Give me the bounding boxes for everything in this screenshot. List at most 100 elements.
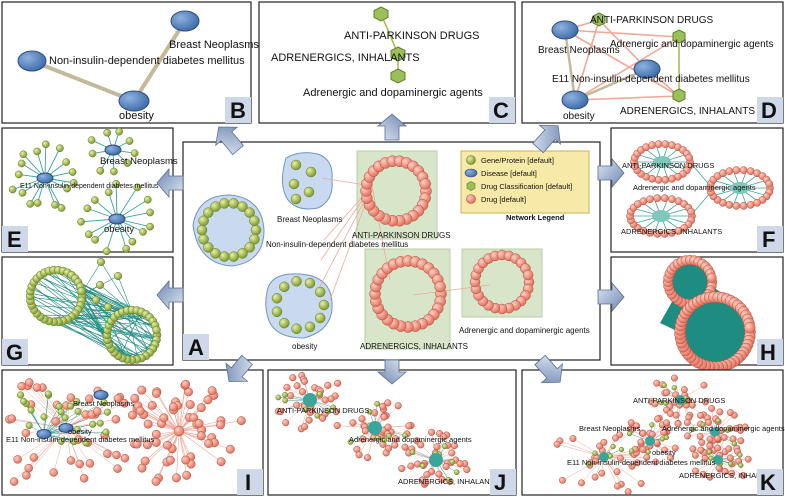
gene-node bbox=[586, 461, 592, 467]
panel-letter-box bbox=[757, 339, 783, 365]
drug-node bbox=[165, 455, 175, 465]
drug-node bbox=[753, 198, 761, 207]
gene-node bbox=[366, 408, 373, 415]
label-e11: E11 Non-insulin-dependent diabetes melli… bbox=[6, 435, 155, 444]
drug-node bbox=[173, 425, 185, 437]
arrow bbox=[215, 126, 244, 156]
gene-node bbox=[61, 414, 69, 422]
drug-node bbox=[670, 374, 678, 382]
arrow-shape bbox=[534, 354, 563, 384]
drug-node bbox=[653, 194, 662, 202]
drug-node bbox=[448, 449, 456, 457]
label-adrdop: Adrenergic and dopaminergic agents bbox=[633, 183, 756, 192]
gene-node bbox=[57, 204, 66, 212]
drug-edge bbox=[178, 430, 187, 476]
drug-edge bbox=[65, 427, 118, 469]
drug-node bbox=[706, 473, 714, 481]
network-legend: Gene/Protein [default] Disease [default]… bbox=[460, 150, 590, 222]
arrow-shape bbox=[376, 359, 408, 385]
label-adrinh: ADRENERGICS, INHALANTS bbox=[620, 106, 755, 117]
drug-node bbox=[651, 400, 659, 408]
gene-node bbox=[271, 292, 283, 304]
drug-node bbox=[332, 408, 340, 416]
drug-node bbox=[17, 381, 26, 391]
drug-node bbox=[111, 415, 121, 424]
drug-edge bbox=[30, 404, 67, 429]
gene-edge bbox=[34, 282, 156, 327]
arrow bbox=[532, 124, 561, 154]
hub-node bbox=[680, 297, 750, 367]
drug-node bbox=[419, 178, 431, 190]
gene-node bbox=[203, 242, 214, 253]
gene-node bbox=[14, 170, 23, 179]
hub-node bbox=[710, 427, 720, 437]
gene-node bbox=[91, 235, 100, 244]
drug-edge bbox=[11, 418, 67, 429]
drug-edge bbox=[137, 405, 180, 432]
drug-edge bbox=[144, 430, 180, 462]
gene-edge bbox=[30, 296, 136, 361]
drug-node bbox=[321, 396, 329, 404]
gene-node bbox=[96, 419, 104, 427]
arrow-shape bbox=[156, 279, 184, 311]
drug-edge bbox=[132, 414, 180, 432]
drug-node bbox=[120, 399, 129, 408]
drug-node bbox=[685, 153, 694, 162]
drug-edge bbox=[134, 398, 180, 432]
drug-node bbox=[147, 400, 157, 410]
panel-letter-box bbox=[2, 339, 28, 365]
arrow bbox=[597, 157, 625, 189]
drug-node bbox=[628, 462, 636, 470]
drug-node bbox=[639, 429, 647, 437]
drug-node bbox=[706, 272, 717, 283]
gene-node bbox=[449, 459, 456, 465]
label-obesity: obesity bbox=[68, 427, 92, 436]
gene-node bbox=[302, 406, 309, 413]
drug-node bbox=[130, 393, 140, 403]
label-niddm: Non-insulin-dependent diabetes mellitus bbox=[266, 240, 408, 249]
drug-node bbox=[440, 433, 448, 441]
drug-node bbox=[358, 415, 366, 423]
label-adrdop: Adrenergic and dopaminergic agents bbox=[459, 326, 590, 335]
drug-node bbox=[637, 438, 645, 446]
edge-c1 bbox=[380, 13, 399, 55]
legend-gene-swatch bbox=[466, 155, 476, 165]
drug-node bbox=[207, 386, 217, 396]
drug-node bbox=[364, 454, 372, 462]
drug-node bbox=[725, 200, 734, 209]
drug-node bbox=[646, 195, 654, 204]
drug-node bbox=[32, 383, 42, 392]
gene-node bbox=[445, 476, 452, 483]
gene-node bbox=[715, 418, 721, 424]
drug-edge bbox=[148, 423, 180, 432]
label-breast: Breast Neoplasms bbox=[100, 156, 178, 167]
gene-node bbox=[318, 299, 330, 311]
drug-edge bbox=[178, 430, 231, 450]
gene-node bbox=[303, 186, 315, 198]
gene-node bbox=[228, 198, 239, 209]
gene-edge bbox=[36, 280, 136, 361]
gene-node bbox=[103, 302, 113, 312]
panel-letter: K bbox=[760, 470, 776, 495]
arrow bbox=[156, 279, 184, 311]
panel-letter: D bbox=[761, 98, 777, 123]
panel-E: Breast Neoplasms E11 Non-insulin-depende… bbox=[1, 127, 178, 256]
drug-node bbox=[592, 457, 599, 465]
drug-node bbox=[726, 454, 734, 462]
gene-node bbox=[62, 158, 71, 166]
hub-node bbox=[652, 210, 670, 222]
gene-edge bbox=[45, 318, 143, 359]
drug-node bbox=[434, 280, 446, 293]
gene-node bbox=[282, 391, 288, 398]
drug-edge bbox=[26, 427, 67, 476]
gene-node bbox=[103, 128, 112, 137]
hub-node bbox=[713, 455, 723, 465]
gene-node bbox=[237, 201, 248, 212]
gene-node bbox=[628, 448, 635, 454]
drug-node bbox=[359, 435, 367, 443]
gene-edge bbox=[117, 275, 133, 313]
panel-letter-box bbox=[757, 469, 783, 495]
gene-node bbox=[381, 437, 388, 443]
label-adrinh: ADRENERGICS, INHALANTS bbox=[271, 52, 420, 64]
gene-node bbox=[70, 438, 78, 446]
